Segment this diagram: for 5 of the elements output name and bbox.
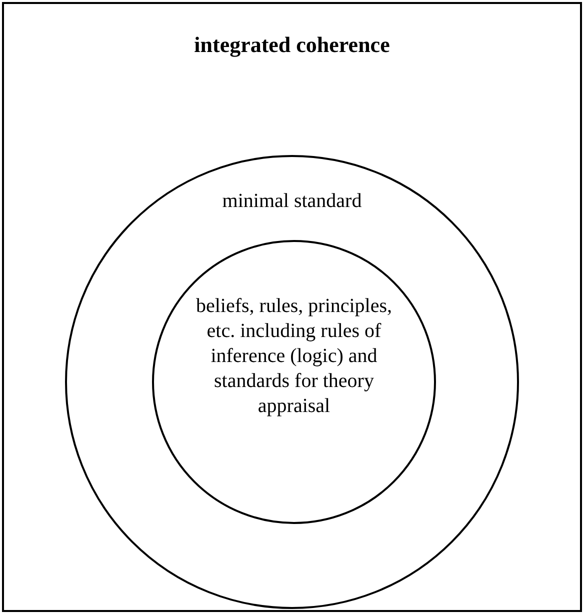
circle	[65, 155, 519, 609]
circle	[152, 240, 436, 524]
circle-label: beliefs, rules, principles, etc. including rules of inference (logic) and standards for theory appraisal	[194, 294, 394, 419]
circle-label: minimal standard	[221, 189, 363, 214]
title-text: integrated coherence	[193, 32, 391, 58]
